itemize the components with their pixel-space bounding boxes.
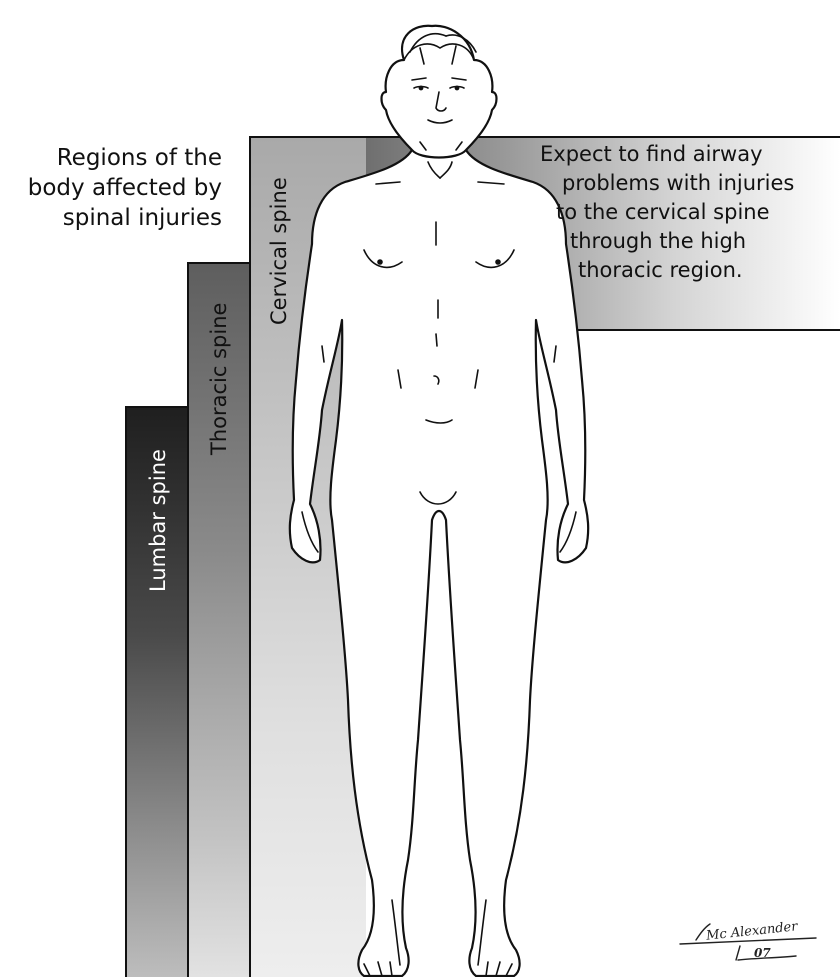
note-line: to the cervical spine: [540, 198, 840, 227]
artist-signature: Mc Alexander 07: [676, 916, 826, 972]
note-line: through the high: [540, 227, 840, 256]
note-line: thoracic region.: [540, 256, 840, 285]
note-line: Expect to find airway: [540, 140, 840, 169]
note-line: problems with injuries: [540, 169, 840, 198]
airway-note: Expect to find airway problems with inju…: [540, 140, 840, 285]
signature-year: 07: [754, 946, 771, 960]
